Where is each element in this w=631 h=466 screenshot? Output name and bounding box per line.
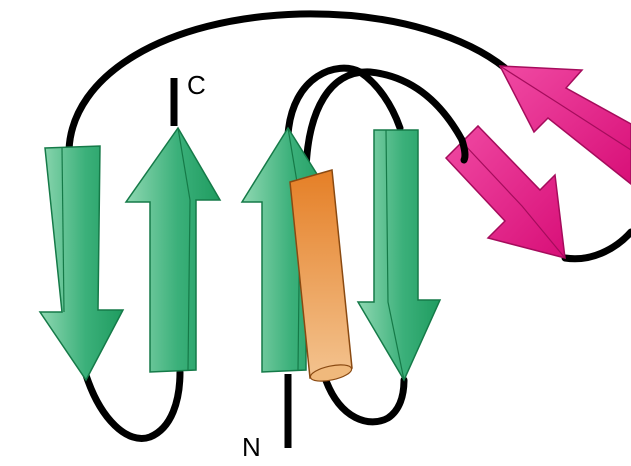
loops-front — [458, 136, 469, 164]
loop-helix-strand4 — [302, 68, 466, 174]
beta-strand-1 — [38, 145, 125, 382]
magenta-strand-a — [444, 124, 566, 260]
loop-helix-bottom — [321, 374, 408, 426]
beta-strand-2 — [124, 126, 222, 373]
loop-front-helix-top — [458, 136, 469, 164]
loop-hairpin-1-2 — [81, 368, 184, 442]
loop-magenta-right — [561, 228, 631, 263]
c-terminus-label: C — [187, 70, 206, 100]
alpha-helix — [289, 169, 353, 382]
loop-top-long — [65, 10, 509, 154]
n-terminus-label: N — [242, 432, 261, 462]
beta-strand-4 — [356, 129, 442, 382]
magenta-strand-b — [498, 65, 631, 185]
loops-back — [65, 10, 631, 442]
